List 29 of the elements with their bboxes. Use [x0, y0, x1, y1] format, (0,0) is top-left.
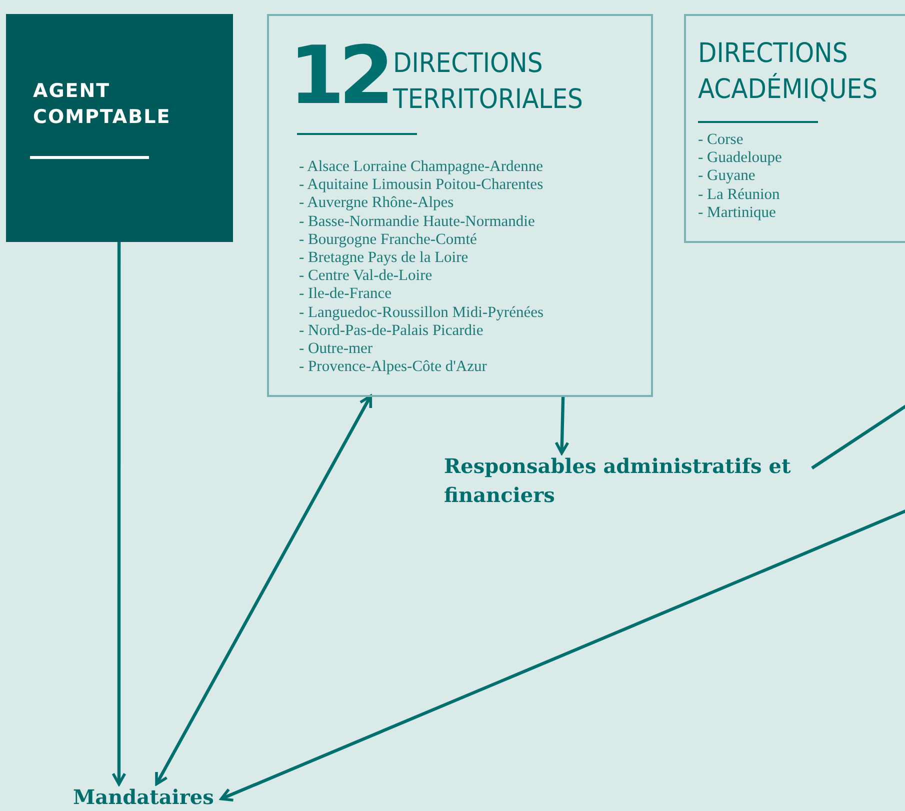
list-item: - La Réunion	[698, 186, 780, 204]
list-item: - Basse-Normandie Haute-Normandie	[299, 212, 535, 231]
arrow	[155, 394, 372, 786]
list-item: - Auvergne Rhône-Alpes	[299, 194, 454, 213]
list-item: - Guadeloupe	[698, 149, 782, 168]
directions-panel	[684, 14, 905, 243]
list-item: - Nord-Pas-de-Palais Picardie	[299, 322, 484, 340]
list-item: - Provence-Alpes-Côte d'Azur	[299, 358, 487, 376]
panel-title: DIRECTIONS TERRITORIALES	[393, 47, 584, 117]
role-label: Responsables administratifs et financiers	[444, 453, 792, 509]
box-title: AGENT COMPTABLE	[33, 79, 172, 130]
role-label: Mandataires	[73, 784, 215, 811]
list-item: - Martinique	[698, 204, 776, 222]
account-box	[6, 14, 233, 242]
list-item: - Bretagne Pays de la Loire	[299, 249, 468, 268]
list-item: - Aquitaine Limousin Poitou-Charentes	[299, 176, 544, 194]
list-item: - Bourgogne Franche-Comté	[299, 230, 477, 249]
list-item: - Outre-mer	[299, 340, 373, 358]
directions-panel	[267, 14, 653, 397]
list-item: - Alsace Lorraine Champagne-Ardenne	[299, 158, 544, 176]
list-item: - Centre Val-de-Loire	[299, 267, 432, 286]
arrow	[112, 242, 126, 786]
arrow	[554, 396, 570, 455]
list-item: - Languedoc-Roussillon Midi-Pyrénées	[299, 304, 544, 322]
count-number: 12	[289, 36, 388, 116]
list-item: - Ile-de-France	[299, 285, 392, 304]
list-item: - Guyane	[698, 167, 756, 186]
panel-title: DIRECTIONS ACADÉMIQUES	[698, 37, 879, 107]
list-item: - Corse	[698, 131, 744, 150]
